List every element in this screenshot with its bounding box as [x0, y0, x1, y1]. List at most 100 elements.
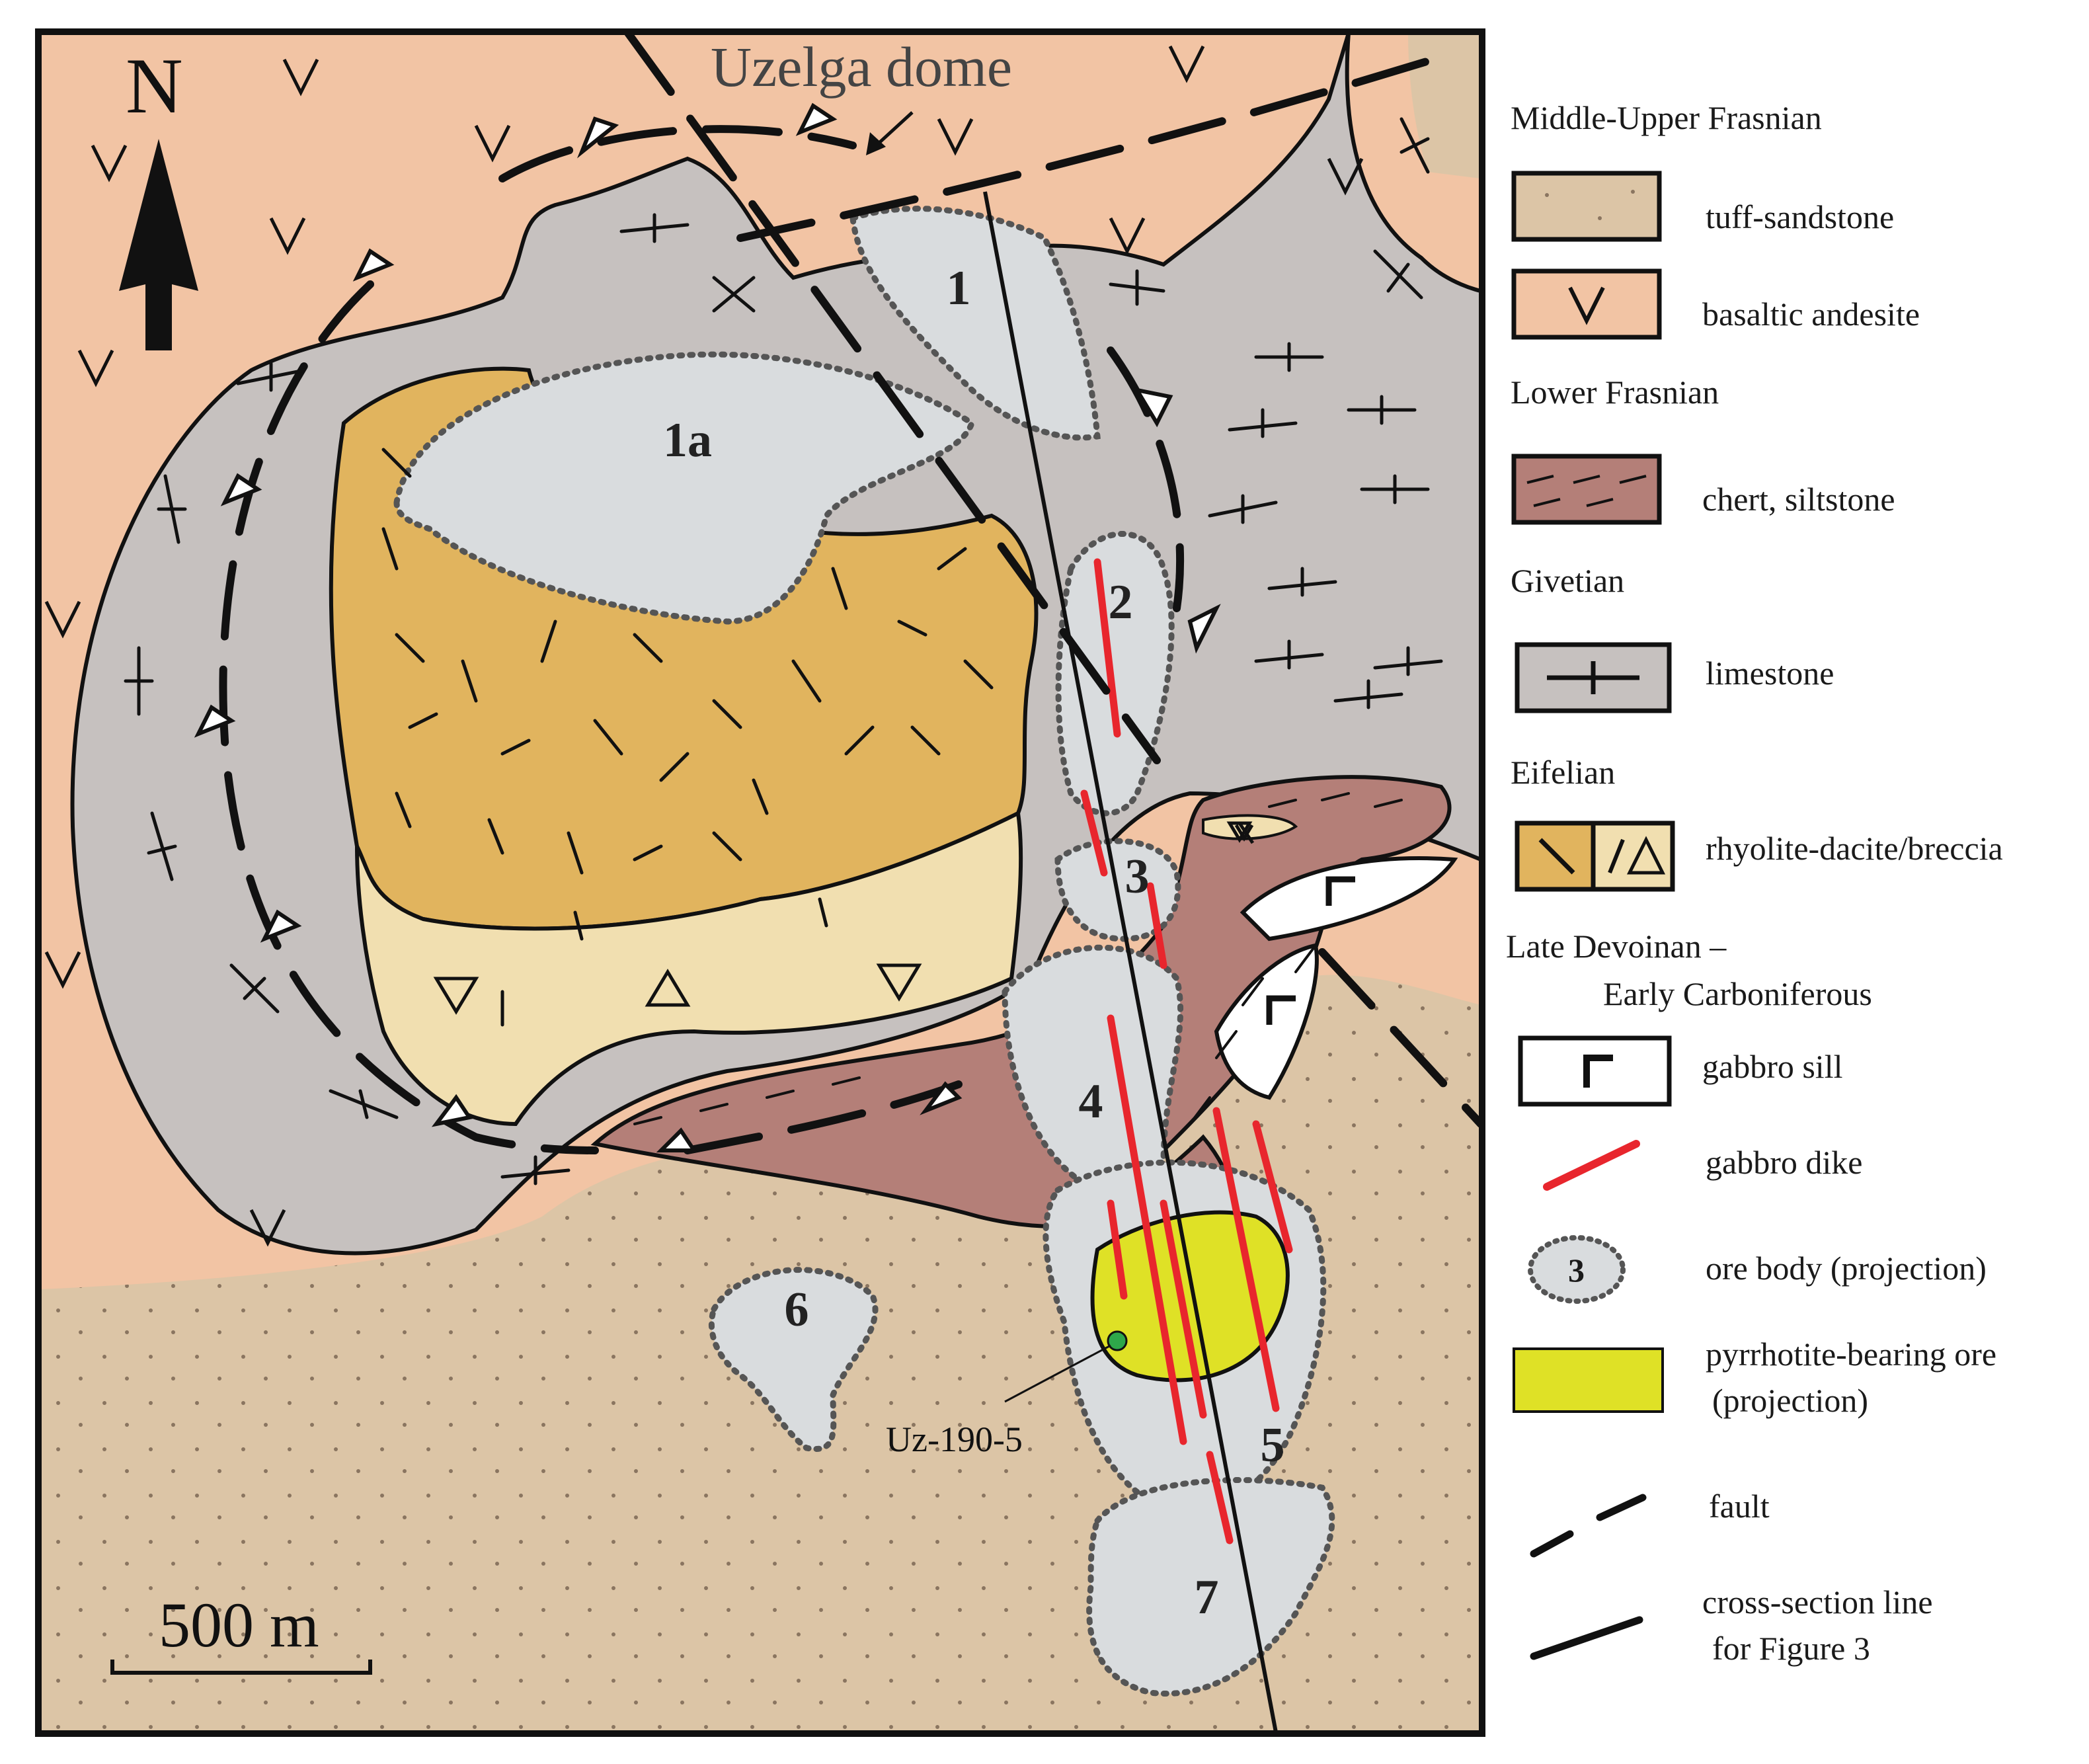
fault-southeast — [1318, 948, 1481, 1128]
well-label: Uz-190-5 — [886, 1420, 1023, 1459]
north-arrow-icon — [119, 139, 198, 350]
legend-label-ore-body: ore body (projection) — [1706, 1250, 1987, 1287]
ore-body-labels: 1 1a 2 3 4 5 6 7 — [663, 261, 1285, 1624]
legend-heading-eifelian: Eifelian — [1511, 754, 1615, 791]
chert-symbols — [633, 792, 1403, 1125]
well-leader-line — [1004, 1344, 1111, 1403]
gabbro-dike — [1093, 558, 1121, 738]
ore-label-4: 4 — [1079, 1074, 1103, 1129]
legend-swatch-pyrrhotite-ore — [1513, 1347, 1664, 1413]
legend: Middle-Upper Frasnian tuff-sandstone bas… — [1506, 99, 2003, 1667]
legend-swatch-tuff-sandstone — [1511, 171, 1662, 242]
gabbro-sill-north — [1240, 856, 1458, 942]
legend-ore-body-number: 3 — [1568, 1252, 1585, 1289]
legend-rhyolite-dash — [1538, 838, 1575, 875]
legend-swatch-breccia — [1591, 821, 1675, 892]
thrust-tooth — [1132, 387, 1173, 428]
legend-breccia-dash — [1608, 838, 1625, 874]
thrust-teeth — [194, 102, 1221, 1152]
breccia-unit — [355, 810, 1023, 1127]
legend-symbol-gabbro-dike — [1543, 1140, 1640, 1191]
gabbro-dike — [1107, 1199, 1128, 1300]
gabbro-sill-symbols — [1266, 876, 1355, 1025]
ore-body-6 — [708, 1267, 879, 1452]
legend-tuff-dots — [1545, 190, 1635, 220]
fault-east-arc — [1107, 346, 1185, 612]
legend-heading-middle-upper-frasnian: Middle-Upper Frasnian — [1511, 99, 1822, 136]
map-title: Uzelga dome — [711, 35, 1012, 99]
legend-gabbro-sill-symbol — [1583, 1055, 1613, 1088]
gabbro-dike — [1160, 1199, 1207, 1419]
fault-diagonal — [624, 33, 1161, 764]
ore-label-7: 7 — [1195, 1570, 1219, 1624]
basalt-mark-sill — [1234, 824, 1254, 842]
legend-heading-early-carboniferous: Early Carboniferous — [1603, 975, 1872, 1012]
thrust-tooth — [194, 704, 236, 738]
basalt-symbols — [44, 45, 1364, 1247]
rhyolite-symbols — [381, 448, 994, 1027]
gabbro-dike — [1212, 1107, 1280, 1412]
faults — [219, 33, 1481, 1154]
limestone-symbols — [124, 117, 1443, 1185]
legend-label-pyrrhotite-ore-2: (projection) — [1712, 1382, 1868, 1419]
thrust-tooth — [576, 116, 619, 159]
fault-west-arc — [219, 280, 599, 1154]
ore-body-7 — [1086, 1476, 1335, 1697]
map-frame — [35, 28, 1485, 1737]
ore-body-1a — [393, 351, 976, 625]
breccia-symbols — [433, 821, 1253, 1015]
thrust-tooth — [795, 102, 838, 136]
ore-label-1a: 1a — [663, 413, 712, 467]
legend-label-gabbro-sill: gabbro sill — [1702, 1048, 1842, 1085]
legend-label-cross-section-line-2: for Figure 3 — [1712, 1630, 1870, 1667]
ore-label-3: 3 — [1125, 850, 1150, 904]
legend-symbol-ore-body — [1528, 1235, 1626, 1304]
fault-northeast — [736, 49, 1458, 242]
gabbro-dike — [1146, 882, 1167, 969]
thrust-tooth — [656, 1127, 698, 1152]
legend-swatch-gabbro-sill — [1518, 1035, 1672, 1107]
thrust-tooth — [1187, 604, 1221, 654]
legend-label-cross-section-line: cross-section line — [1702, 1584, 1933, 1621]
legend-label-limestone: limestone — [1706, 655, 1834, 692]
north-label: N — [126, 42, 183, 130]
fault-dome-arc — [498, 125, 857, 182]
gabbro-dikes — [1080, 558, 1293, 1544]
scale-bar-label: 500 m — [159, 1589, 319, 1660]
legend-symbol-cross-section-line — [1530, 1616, 1643, 1660]
tuff-sandstone-corner — [1408, 33, 1481, 179]
fault-south — [684, 1080, 963, 1154]
thrust-tooth — [431, 1094, 473, 1127]
ore-label-5: 5 — [1261, 1418, 1285, 1472]
legend-heading-late-devonian: Late Devoinan – — [1506, 928, 1727, 965]
ore-label-1: 1 — [947, 261, 971, 315]
legend-label-gabbro-dike: gabbro dike — [1706, 1144, 1862, 1181]
gabbro-dike — [1080, 789, 1108, 877]
ore-label-2: 2 — [1109, 575, 1133, 629]
legend-basalt-v — [1568, 286, 1605, 325]
ore-label-6: 6 — [785, 1283, 809, 1337]
thrust-tooth — [352, 248, 395, 282]
ore-body-1 — [849, 206, 1101, 441]
legend-breccia-triangle — [1626, 836, 1666, 875]
legend-heading-lower-frasnian: Lower Frasnian — [1511, 374, 1719, 411]
legend-limestone-symbol — [1547, 661, 1639, 694]
gabbro-dike — [1252, 1120, 1293, 1254]
pyrrhotite-ore-body — [1090, 1210, 1290, 1383]
cross-section-line — [983, 191, 1278, 1732]
legend-label-tuff-sandstone: tuff-sandstone — [1706, 198, 1894, 235]
legend-label-rhyolite-dacite-breccia: rhyolite-dacite/breccia — [1706, 830, 2003, 867]
gabbro-dike — [1206, 1451, 1234, 1544]
legend-label-basaltic-andesite: basaltic andesite — [1702, 296, 1920, 333]
thrust-tooth — [220, 473, 262, 506]
legend-swatch-chert-siltstone — [1511, 454, 1662, 525]
gabbro-dike — [1107, 1014, 1187, 1445]
map-area: 1 1a 2 3 4 5 6 7 Uz-190-5 Uzelga dome N … — [40, 33, 1481, 1732]
thrust-tooth — [920, 1081, 963, 1115]
legend-heading-givetian: Givetian — [1511, 562, 1624, 599]
legend-symbol-fault — [1530, 1494, 1647, 1558]
legend-label-chert-siltstone: chert, siltstone — [1702, 481, 1895, 518]
legend-swatch-basaltic-andesite — [1511, 268, 1662, 340]
